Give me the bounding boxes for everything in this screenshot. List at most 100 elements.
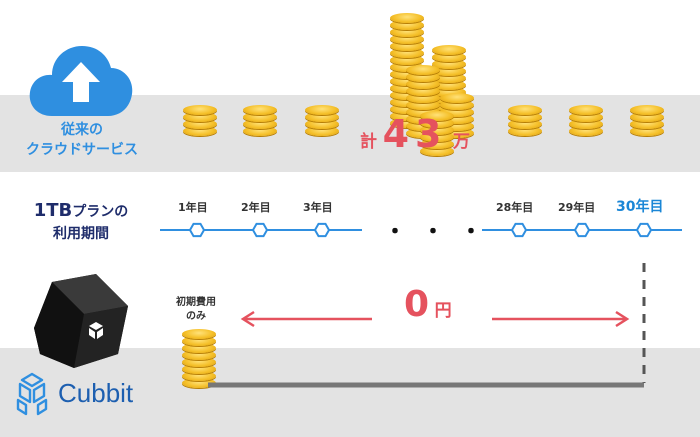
coin [432, 80, 466, 90]
coin [305, 105, 339, 115]
coin [420, 125, 454, 135]
cubbit-device-icon [34, 274, 128, 368]
plan-label-line1: 1TBプランの [16, 200, 146, 223]
coin [243, 126, 277, 136]
ellipsis: ・・・ [384, 220, 499, 245]
coin [406, 79, 440, 89]
coin [432, 52, 466, 62]
coin [432, 87, 466, 97]
coin [432, 66, 466, 76]
coin [305, 126, 339, 136]
year-label-1: 1年目 [178, 201, 208, 214]
total-suffix: 万 [453, 132, 471, 152]
year-label-3: 3年目 [303, 201, 333, 214]
coin [406, 65, 440, 75]
traditional-total: 計 43 万 [360, 112, 470, 156]
coin [508, 112, 542, 122]
cubbit-logo-icon [16, 372, 48, 416]
cubbit-brand-name: Cubbit [58, 378, 134, 408]
coin [406, 93, 440, 103]
coin [182, 371, 216, 381]
coin [182, 329, 216, 339]
timeline-node-5 [635, 222, 653, 238]
bottom-band [0, 348, 700, 437]
timeline-node-1 [251, 222, 269, 238]
cubbit-cost: 0 円 [404, 284, 452, 325]
year-label-28: 28年目 [496, 201, 534, 214]
coin [182, 350, 216, 360]
cubbit-cost-graph [208, 263, 646, 388]
coin [569, 112, 603, 122]
initial-cost-label: 初期費用 のみ [166, 296, 226, 324]
traditional-label-line1: 従来の [61, 122, 103, 138]
coin [182, 336, 216, 346]
total-number: 43 [382, 112, 448, 156]
coin [183, 105, 217, 115]
timeline-node-2 [313, 222, 331, 238]
coin [440, 93, 474, 103]
coin [305, 112, 339, 122]
year-label-30: 30年目 [616, 199, 664, 215]
coin [440, 121, 474, 131]
coin [390, 48, 424, 58]
traditional-label-line2: クラウドサービス [26, 142, 138, 158]
initial-cost-line1: 初期費用 [176, 297, 216, 308]
coin [182, 364, 216, 374]
coin [406, 100, 440, 110]
coin [440, 100, 474, 110]
timeline [160, 222, 682, 238]
coin [390, 41, 424, 51]
coin [630, 126, 664, 136]
traditional-service-label: 従来の クラウドサービス [12, 120, 152, 160]
coin [630, 112, 664, 122]
coin [420, 111, 454, 121]
timeline-node-4 [573, 222, 591, 238]
plan-label-line2: 利用期間 [53, 226, 109, 242]
coin [432, 59, 466, 69]
coin [406, 72, 440, 82]
cost-number: 0 [404, 284, 430, 325]
coin [243, 112, 277, 122]
coin [432, 45, 466, 55]
total-prefix: 計 [360, 132, 377, 152]
initial-cost-line2: のみ [186, 311, 206, 322]
coin [390, 55, 424, 65]
plan-label-rest: プランの [72, 204, 129, 220]
coin [183, 112, 217, 122]
coin [569, 126, 603, 136]
coin [440, 114, 474, 124]
coin [406, 86, 440, 96]
plan-capacity: 1TB [33, 200, 73, 221]
plan-period-label: 1TBプランの 利用期間 [16, 200, 146, 245]
year-label-2: 2年目 [241, 201, 271, 214]
coin [182, 357, 216, 367]
cloud-upload-icon [29, 46, 133, 116]
coin [182, 378, 216, 388]
coin [569, 119, 603, 129]
coin [243, 119, 277, 129]
coin [305, 119, 339, 129]
coin [243, 105, 277, 115]
coin [390, 34, 424, 44]
coin [630, 119, 664, 129]
coin [390, 13, 424, 23]
timeline-node-3 [510, 222, 528, 238]
coin [508, 119, 542, 129]
coin [569, 105, 603, 115]
coin [508, 126, 542, 136]
coin [508, 105, 542, 115]
timeline-node-0 [188, 222, 206, 238]
coin [432, 73, 466, 83]
coin [390, 27, 424, 37]
cost-suffix: 円 [434, 301, 452, 321]
year-label-29: 29年目 [558, 201, 596, 214]
coin [440, 128, 474, 138]
coin [630, 105, 664, 115]
coin [420, 118, 454, 128]
coin [183, 126, 217, 136]
coin [420, 139, 454, 149]
coin [182, 343, 216, 353]
coin [420, 146, 454, 156]
coin [390, 20, 424, 30]
coin [420, 132, 454, 142]
